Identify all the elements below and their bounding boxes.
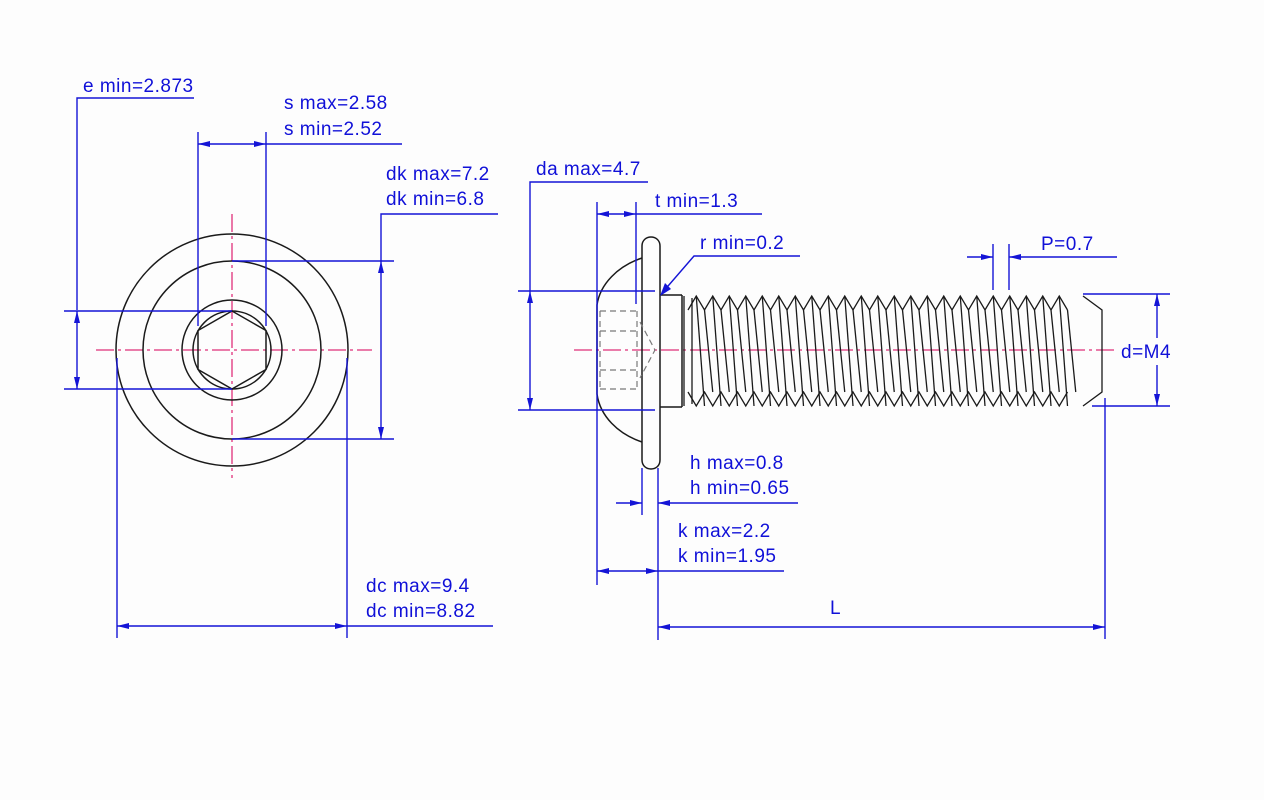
dk-min-label: dk min=6.8 — [386, 189, 484, 210]
thread-root-line — [1066, 309, 1077, 393]
thread-root-line — [868, 309, 879, 393]
pitch-label: P=0.7 — [1041, 234, 1094, 255]
end-view: e min=2.873 s max=2.58 s min=2.52 dk max… — [64, 76, 498, 638]
thread-crest-line — [1025, 295, 1036, 407]
thread-crest-line — [794, 295, 805, 407]
e-min-label: e min=2.873 — [83, 76, 194, 97]
thread-root-line — [934, 309, 945, 393]
thread-root-line — [802, 309, 813, 393]
thread-root-line — [835, 309, 846, 393]
s-max-label: s max=2.58 — [284, 93, 388, 114]
flange-outer-circle — [115, 233, 349, 467]
thread-root-line — [786, 309, 796, 393]
hidden-socket — [599, 310, 656, 390]
thread-root-line — [720, 309, 730, 393]
thread-crest-line — [860, 295, 871, 407]
e-min-leader — [76, 97, 194, 310]
socket-outer-circle — [181, 299, 283, 401]
thread-crest-line — [877, 295, 887, 407]
thread-root-line — [852, 309, 862, 393]
k-max-label: k max=2.2 — [678, 521, 771, 542]
dc-min-label: dc min=8.82 — [366, 601, 476, 622]
thread-profile-bottom — [687, 390, 1069, 408]
thread-root-line — [1000, 309, 1011, 393]
t-min-label: t min=1.3 — [655, 191, 738, 212]
thread-chamfer-end — [1082, 295, 1103, 407]
thread-root-line — [984, 309, 994, 393]
side-view: da max=4.7 t min=1.3 r min=0.2 P=0.7 d=M… — [518, 159, 1171, 640]
thread-root-line — [967, 309, 978, 393]
thread-root-line — [769, 309, 780, 393]
r-leader — [661, 255, 800, 294]
thread-crest-line — [893, 295, 904, 407]
thread-crest-line — [695, 295, 706, 407]
thread-crest-line — [811, 295, 821, 407]
r-arrow — [660, 283, 671, 296]
thread-crest-line — [745, 295, 755, 407]
thread-section — [683, 294, 1103, 408]
dc-max-label: dc max=9.4 — [366, 576, 470, 597]
thread-root-line — [753, 309, 763, 393]
dk-max-label: dk max=7.2 — [386, 164, 490, 185]
thread-crest-line — [827, 295, 838, 407]
thread-crest-line — [1058, 295, 1069, 407]
k-min-label: k min=1.95 — [678, 546, 776, 567]
thread-crest-line — [992, 295, 1003, 407]
thread-root-line — [1017, 309, 1027, 393]
thread-crest-line — [976, 295, 986, 407]
thread-crest-line — [844, 295, 854, 407]
thread-crest-line — [712, 295, 722, 407]
thread-root-line — [901, 309, 912, 393]
thread-crest-line — [959, 295, 970, 407]
thread-crest-line — [943, 295, 953, 407]
d-label: d=M4 — [1121, 342, 1171, 363]
h-max-label: h max=0.8 — [690, 453, 784, 474]
socket-inner-circle — [192, 310, 272, 390]
thread-crest-line — [926, 295, 937, 407]
thread-root-line — [703, 309, 714, 393]
da-max-label: da max=4.7 — [536, 159, 641, 180]
thread-crest-line — [728, 295, 739, 407]
thread-root-line — [736, 309, 747, 393]
da-leader — [529, 181, 648, 291]
thread-root-line — [1033, 309, 1044, 393]
thread-root-line — [951, 309, 961, 393]
thread-root-line — [1050, 309, 1060, 393]
thread-crest-line — [1009, 295, 1019, 407]
s-min-label: s min=2.52 — [284, 119, 382, 140]
thread-root-line — [885, 309, 895, 393]
thread-root-line — [819, 309, 829, 393]
thread-crest-line — [778, 295, 788, 407]
h-min-label: h min=0.65 — [690, 478, 790, 499]
thread-crest-line — [761, 295, 772, 407]
thread-crest-line — [1042, 295, 1052, 407]
r-min-label: r min=0.2 — [700, 233, 784, 254]
thread-root-line — [918, 309, 928, 393]
flange — [641, 236, 661, 470]
thread-crest-line — [910, 295, 920, 407]
dk-leader — [380, 213, 498, 261]
length-label: L — [830, 598, 841, 619]
